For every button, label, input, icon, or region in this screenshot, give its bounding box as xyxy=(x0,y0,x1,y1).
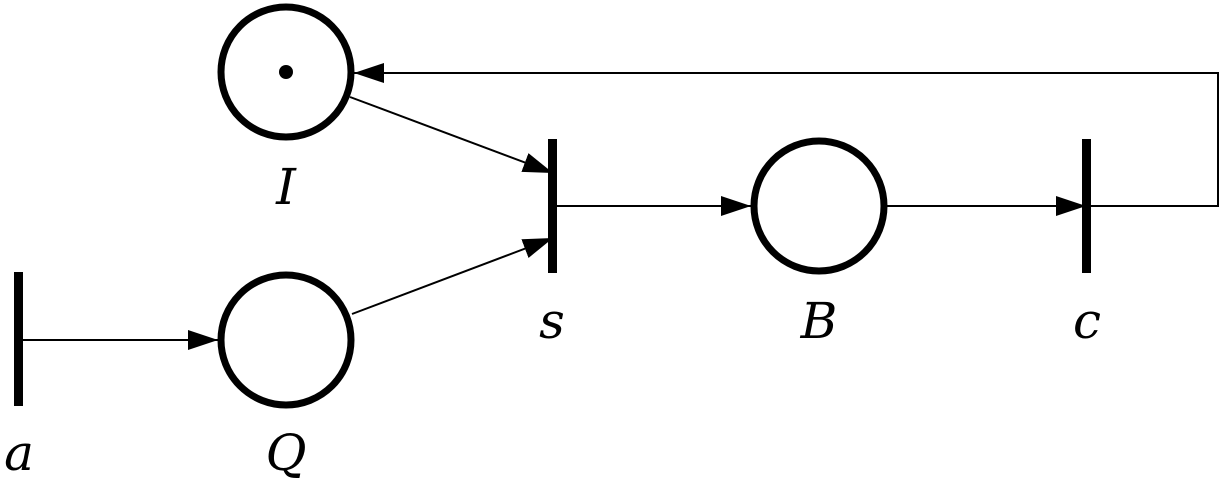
transition-a xyxy=(14,272,23,406)
transition-c-label: c xyxy=(1073,292,1101,350)
arc-Q-to-s xyxy=(351,237,554,315)
place-Q-label: Q xyxy=(266,424,307,482)
token-dot xyxy=(279,65,293,79)
transition-s-label: s xyxy=(539,292,565,350)
place-B xyxy=(750,137,888,275)
transition-s xyxy=(548,139,557,273)
transition-a-label: a xyxy=(4,424,34,482)
transition-c xyxy=(1082,139,1091,273)
arc-c-to-I xyxy=(354,63,1219,207)
place-B-label: B xyxy=(800,292,838,350)
arc-I-to-s xyxy=(349,96,554,174)
place-Q xyxy=(217,271,355,409)
place-I-label: I xyxy=(275,158,297,216)
